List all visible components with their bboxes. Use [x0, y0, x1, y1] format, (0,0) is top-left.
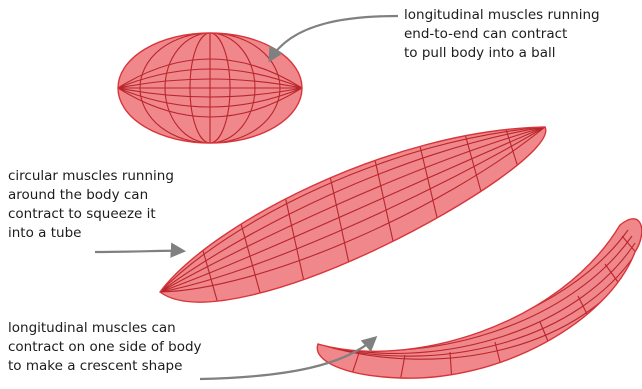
crescent-annotation-line-2: contract on one side of body [8, 338, 202, 357]
ball-body [118, 30, 302, 146]
ball-muscle-lines [118, 30, 302, 146]
tube-annotation-line-3: contract to squeeze it [8, 205, 174, 224]
tube-callout-arrow [95, 251, 183, 252]
ball-annotation-line-1: longitudinal muscles running [404, 6, 600, 25]
ball-annotation-line-2: end-to-end can contract [404, 25, 600, 44]
crescent-annotation-line-3: to make a crescent shape [8, 357, 202, 376]
tube-annotation-line-4: into a tube [8, 224, 174, 243]
tube-annotation-line-2: around the body can [8, 186, 174, 205]
crescent-annotation-line-1: longitudinal muscles can [8, 319, 202, 338]
crescent-annotation: longitudinal muscles can contract on one… [8, 319, 202, 376]
tube-annotation: circular muscles running around the body… [8, 167, 174, 243]
tube-annotation-line-1: circular muscles running [8, 167, 174, 186]
ball-annotation: longitudinal muscles running end-to-end … [404, 6, 600, 63]
ball-annotation-line-3: to pull body into a ball [404, 44, 600, 63]
ball-callout-arrow [270, 16, 398, 60]
tube-body [160, 126, 546, 318]
